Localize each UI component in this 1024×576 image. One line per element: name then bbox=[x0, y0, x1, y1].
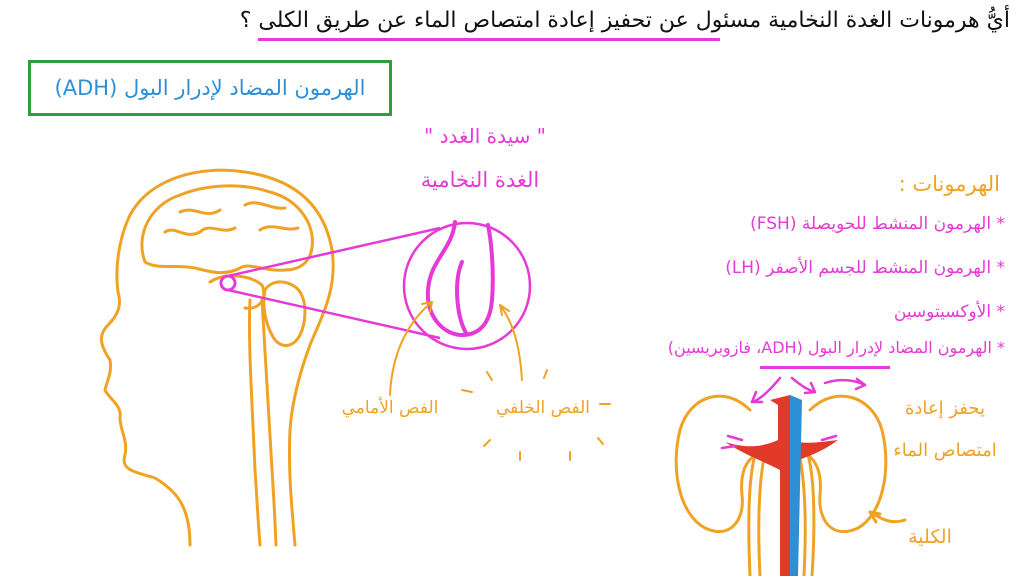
kidney-note-line1: يحفز إعادة bbox=[904, 398, 986, 419]
question-underline-magenta bbox=[258, 38, 720, 41]
zoom-line-bottom bbox=[227, 288, 441, 340]
hormone-item: * الهرمون المنشط للجسم الأصفر (LH) bbox=[640, 258, 1005, 278]
bullet: * bbox=[996, 302, 1006, 322]
head-outline bbox=[100, 168, 335, 547]
hormone-adh: الهرمون المضاد لإدرار البول (ADH، فازوبر… bbox=[667, 338, 992, 357]
lobe-pointer-arrows bbox=[389, 301, 611, 461]
kidney-note-line2: امتصاص الماء bbox=[893, 440, 997, 461]
hormone-item: * الأوكسيتوسين bbox=[640, 302, 1005, 322]
aorta-artery bbox=[725, 395, 790, 576]
hormone-fsh: الهرمون المنشط للحويصلة (FSH) bbox=[750, 214, 992, 234]
water-reabsorption-arrows bbox=[720, 376, 867, 450]
pituitary-lobes-icon bbox=[425, 220, 495, 338]
magnified-gland-circle bbox=[402, 221, 532, 351]
question-text: أيُّ هرمونات الغدة النخامية مسئول عن تحف… bbox=[239, 8, 1010, 33]
kidney-diagram bbox=[674, 394, 907, 576]
hormones-heading: الهرمونات : bbox=[898, 172, 1000, 196]
bullet: * bbox=[996, 258, 1006, 278]
posterior-lobe-label: الفص الخلفي bbox=[495, 398, 590, 418]
hormone-item: * الهرمون المنشط للحويصلة (FSH) bbox=[640, 214, 1005, 234]
gland-nickname: " سيدة الغدد " bbox=[424, 124, 546, 148]
renal-artery bbox=[790, 440, 838, 462]
zoom-line-top bbox=[227, 226, 441, 278]
adh-underline bbox=[760, 366, 890, 369]
gland-name: الغدة النخامية bbox=[420, 168, 540, 192]
hormone-lh: الهرمون المنشط للجسم الأصفر (LH) bbox=[725, 258, 992, 278]
vena-cava-vein bbox=[790, 395, 802, 576]
answer-box: الهرمون المضاد لإدرار البول (ADH) bbox=[28, 60, 392, 116]
kidney-label: الكلية bbox=[908, 526, 952, 548]
bullet: * bbox=[996, 214, 1006, 234]
hormone-oxytocin: الأوكسيتوسين bbox=[893, 302, 992, 322]
bullet: * bbox=[997, 338, 1005, 357]
hormone-item: * الهرمون المضاد لإدرار البول (ADH، فازو… bbox=[600, 338, 1005, 357]
pituitary-marker-icon bbox=[219, 274, 237, 292]
answer-text: الهرمون المضاد لإدرار البول (ADH) bbox=[54, 76, 366, 100]
anterior-lobe-label: الفص الأمامي bbox=[341, 398, 439, 418]
